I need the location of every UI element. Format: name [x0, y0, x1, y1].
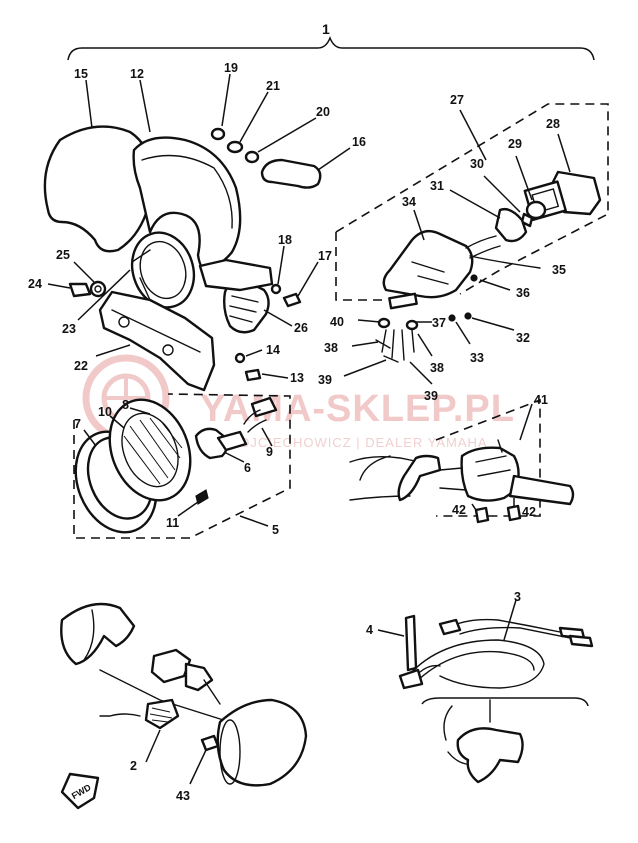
gasket-30 — [483, 175, 521, 213]
bracket-22 — [98, 290, 216, 392]
label-27: 27 — [450, 93, 464, 107]
label-42a: 42 — [452, 503, 466, 517]
label-42b: 42 — [522, 505, 536, 519]
headlight-rim-23 — [130, 231, 196, 309]
label-33: 33 — [470, 351, 484, 365]
label-38a: 38 — [324, 341, 338, 355]
label-35: 35 — [552, 263, 566, 277]
part-labels: 1 2 3 4 5 6 7 8 9 10 11 12 13 14 15 16 1… — [28, 21, 566, 803]
label-19: 19 — [224, 61, 238, 75]
label-13: 13 — [290, 371, 304, 385]
label-14: 14 — [266, 343, 280, 357]
label-12: 12 — [130, 67, 144, 81]
label-29: 29 — [508, 137, 522, 151]
nut-20 — [244, 117, 317, 164]
label-22: 22 — [74, 359, 88, 373]
turn-signal-body-31-34 — [382, 189, 528, 299]
assembly-bracket-1 — [67, 35, 595, 61]
lower-headlight-assy — [60, 602, 308, 787]
label-7: 7 — [74, 417, 81, 431]
label-15: 15 — [74, 67, 88, 81]
label-26: 26 — [294, 321, 308, 335]
turn-signal-small-parts — [343, 292, 515, 385]
leader-23 — [77, 269, 131, 321]
bolt-18 — [270, 245, 285, 295]
label-30: 30 — [470, 157, 484, 171]
bolt-17 — [282, 261, 319, 308]
label-40: 40 — [330, 315, 344, 329]
bolt-24 — [68, 282, 92, 298]
wire-harness-3 — [398, 599, 594, 690]
label-1: 1 — [322, 21, 330, 37]
watermark-title: YAMA-SKLEP.PL — [200, 388, 515, 430]
fwd-arrow-icon: FWD — [60, 772, 100, 810]
label-16: 16 — [352, 135, 366, 149]
headlight-reflector-7-10 — [74, 398, 192, 534]
label-25: 25 — [56, 248, 70, 262]
watermark-subtitle: WOJCIECHOWICZ | DEALER YAMAHA — [226, 435, 488, 450]
label-18: 18 — [278, 233, 292, 247]
label-39a: 39 — [318, 373, 332, 387]
leader-26 — [263, 309, 293, 327]
bulb-29 — [515, 155, 547, 228]
label-36: 36 — [516, 286, 530, 300]
label-5: 5 — [272, 523, 279, 537]
leader-22 — [95, 344, 131, 357]
label-4: 4 — [366, 623, 373, 637]
label-17: 17 — [318, 249, 332, 263]
wire-35-36 — [469, 255, 541, 291]
label-24: 24 — [28, 277, 42, 291]
clamp-bracket — [421, 697, 589, 784]
tie-strap-4 — [377, 614, 418, 672]
label-9: 9 — [266, 445, 273, 459]
bulb-socket-6 — [194, 427, 248, 463]
headlight-unit-5-box — [73, 393, 291, 539]
headlight-lens-15 — [43, 79, 153, 253]
label-28: 28 — [546, 117, 560, 131]
label-38b: 38 — [430, 361, 444, 375]
connector-9 — [243, 396, 278, 447]
label-6: 6 — [244, 461, 251, 475]
nut-14 — [234, 349, 263, 364]
label-39b: 39 — [424, 389, 438, 403]
bolt-13 — [244, 368, 289, 382]
label-10: 10 — [98, 405, 112, 419]
label-2: 2 — [130, 759, 137, 773]
label-32: 32 — [516, 331, 530, 345]
label-20: 20 — [316, 105, 330, 119]
washer-21 — [226, 91, 269, 154]
label-23: 23 — [62, 322, 76, 336]
screw-11 — [177, 489, 209, 517]
cable-clamp-16 — [260, 147, 351, 189]
label-3: 3 — [514, 590, 521, 604]
label-37: 37 — [432, 316, 446, 330]
watermark: YAMA-SKLEP.PL WOJCIECHOWICZ | DEALER YAM… — [82, 354, 515, 450]
handlebar-switch-41 — [349, 398, 575, 524]
label-41: 41 — [534, 393, 548, 407]
leader-24 — [47, 283, 71, 289]
bolt-19 — [210, 73, 231, 141]
bulb-socket-26 — [198, 258, 274, 334]
label-21: 21 — [266, 79, 280, 93]
label-8: 8 — [122, 398, 129, 412]
turn-signal-27-box — [335, 103, 609, 301]
label-34: 34 — [402, 195, 416, 209]
label-43: 43 — [176, 789, 190, 803]
label-11: 11 — [166, 516, 179, 530]
nut-25 — [73, 261, 107, 298]
label-31: 31 — [430, 179, 444, 193]
